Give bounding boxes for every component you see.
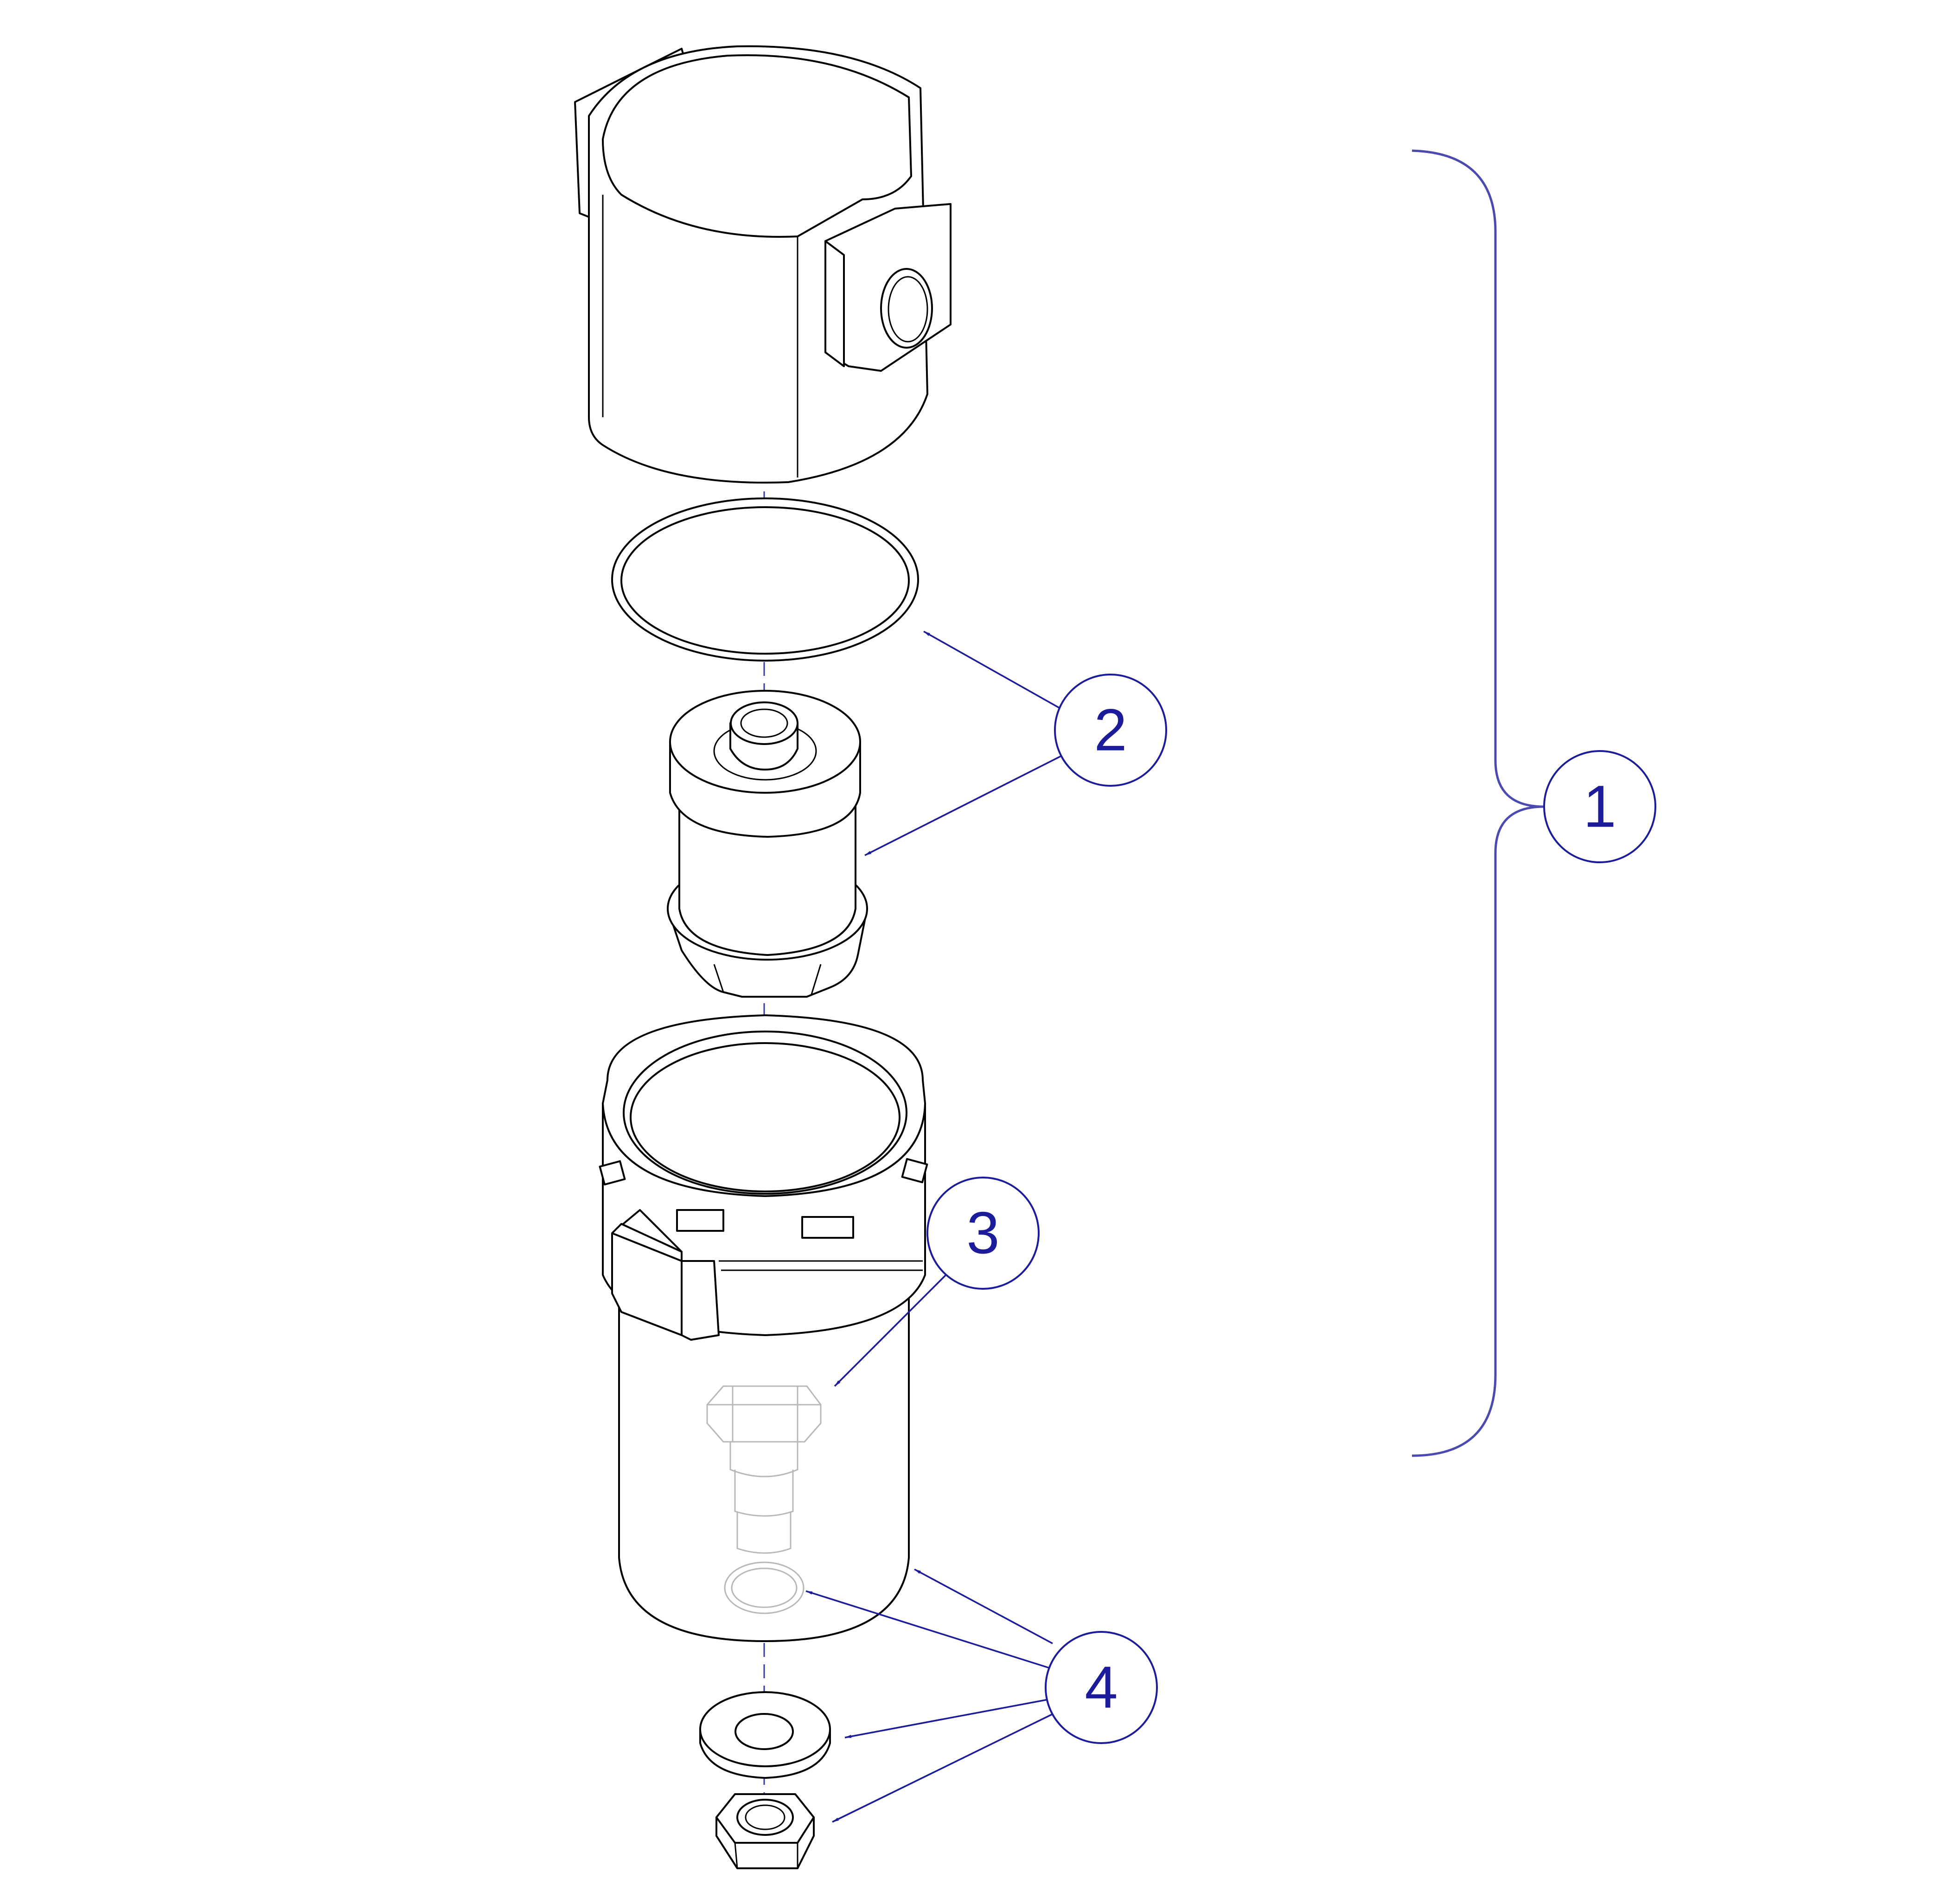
callout-2: 2: [1054, 674, 1167, 787]
callout-4-circle: [1045, 1631, 1158, 1744]
callout-1-circle: [1543, 750, 1656, 863]
leader-3-drain-valve: [834, 1269, 952, 1387]
assembly-bracket: [1412, 149, 1545, 1457]
hex-nut: [715, 1793, 815, 1869]
leader-4-bowl-seal: [805, 1590, 1053, 1670]
drain-valve-hidden: [706, 1385, 822, 1614]
leader-2-filter-element: [864, 755, 1062, 856]
leader-4-nut: [832, 1710, 1060, 1823]
leader-lines: [805, 630, 1062, 1823]
leader-4-bowl: [914, 1568, 1053, 1644]
callout-3: 3: [926, 1177, 1040, 1290]
o-ring: [611, 497, 919, 662]
callout-4: 4: [1045, 1631, 1158, 1744]
filter-bowl: [599, 1014, 928, 1642]
callout-1: 1: [1543, 750, 1656, 863]
callout-2-label: 2: [1094, 697, 1127, 764]
callout-2-circle: [1054, 674, 1167, 787]
leader-4-washer: [844, 1698, 1051, 1738]
filter-head: [574, 45, 952, 484]
callout-1-label: 1: [1583, 774, 1616, 840]
callout-4-label: 4: [1085, 1655, 1118, 1721]
washer: [699, 1691, 831, 1779]
callout-3-label: 3: [966, 1200, 999, 1267]
callout-3-circle: [926, 1177, 1040, 1290]
leader-2-o-ring: [923, 630, 1062, 710]
filter-element: [667, 690, 868, 998]
